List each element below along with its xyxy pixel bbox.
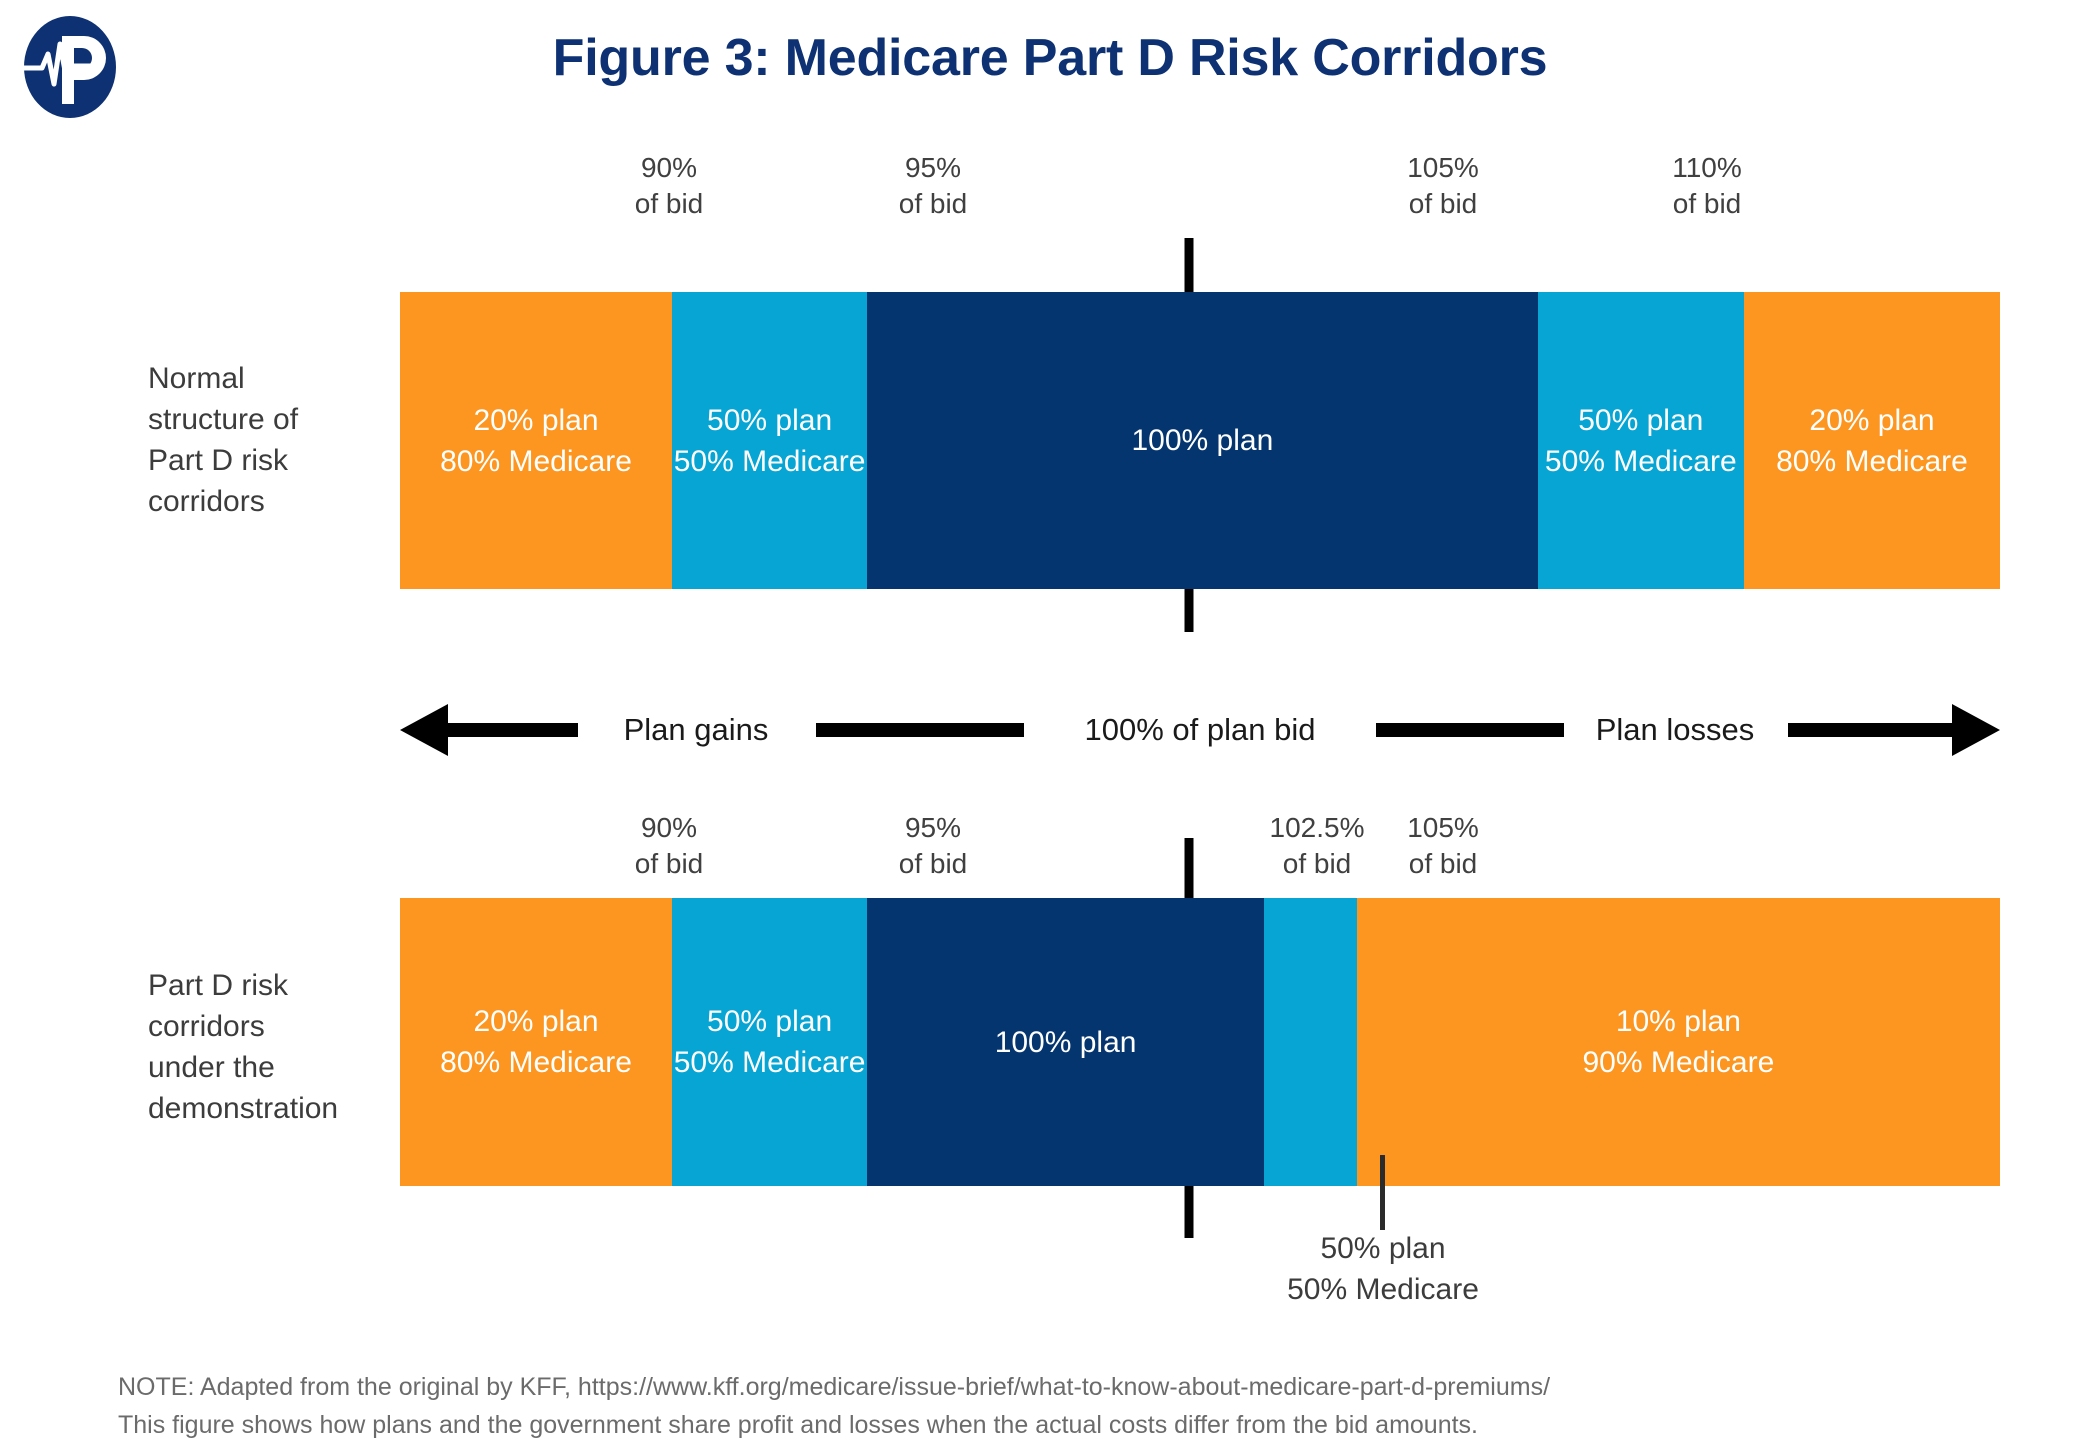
bar-segment: 20% plan 80% Medicare [400,898,672,1186]
tick-unit: of bid [898,188,968,219]
arrow-axis-row: Plan gains 100% of plan bid Plan losses [400,700,2000,760]
bar-segment: 10% plan 90% Medicare [1356,898,2000,1186]
tick-label-demo-2: 102.5% of bid [1270,810,1365,882]
bar-demonstration: 20% plan 80% Medicare 50% plan 50% Medic… [400,898,2000,1186]
tick-label-demo-0: 90% of bid [635,810,704,882]
tick-label-normal-2: 105% of bid [1407,150,1479,222]
bar-segment-label: 10% plan 90% Medicare [1582,1005,1775,1079]
callout-leader-line [1380,1155,1385,1230]
bar-segment-label: 100% plan [1131,424,1274,457]
bar-segment-label: 50% plan 50% Medicare [673,1005,866,1079]
arrow-axis-svg [400,704,2000,756]
tick-label-demo-1: 95% of bid [899,810,968,882]
bar-segment-label: 100% plan [994,1025,1137,1059]
tick-value: 90% [640,812,698,843]
tick-value: 110% [1672,152,1742,183]
arrow-label-plan-losses: Plan losses [1595,712,1755,747]
pulse-p-logo-icon [21,14,118,120]
callout-label: 50% plan 50% Medicare [1287,1232,1479,1306]
tick-value: 105% [1407,812,1479,843]
row-label-demonstration: Part D risk corridors under the demonstr… [148,969,339,1125]
tick-unit: of bid [1672,188,1742,219]
bar-normal-structure: 20% plan 80% Medicare 50% plan 50% Medic… [400,292,2000,589]
bar-segment: 100% plan [867,898,1264,1186]
bar-segment: 50% plan 50% Medicare [1537,292,1744,589]
arrow-label-plan-bid: 100% of plan bid [1084,712,1316,747]
tick-unit: of bid [634,188,704,219]
bar-segment-label: 20% plan 80% Medicare [440,403,632,478]
bar-segment-label: 50% plan 50% Medicare [1544,403,1737,478]
tick-unit: of bid [898,848,968,879]
row-label-normal: Normal structure of Part D risk corridor… [148,362,299,518]
tick-value: 95% [904,152,962,183]
tick-value: 105% [1407,152,1479,183]
tick-value: 90% [640,152,698,183]
tick-unit: of bid [1408,188,1478,219]
tick-label-normal-3: 110% of bid [1672,150,1742,222]
bar-segment-label: 20% plan 80% Medicare [440,1005,632,1079]
figure-note: NOTE: Adapted from the original by KFF, … [118,1373,1551,1439]
bar-segment-label: 20% plan 80% Medicare [1776,403,1968,478]
bar-segment: 20% plan 80% Medicare [400,292,672,589]
tick-label-demo-3: 105% of bid [1407,810,1479,882]
tick-unit: of bid [1282,848,1352,879]
tick-value: 102.5% [1269,812,1365,843]
arrow-label-plan-gains: Plan gains [623,712,769,747]
tick-unit: of bid [634,848,704,879]
bar-segment: 50% plan 50% Medicare [672,292,868,589]
tick-label-normal-1: 95% of bid [899,150,968,222]
tick-value: 95% [904,812,962,843]
bar-segment: 20% plan 80% Medicare [1743,292,2000,589]
bar-segment-label: 50% plan 50% Medicare [673,403,866,478]
tick-unit: of bid [1408,848,1478,879]
page-title: Figure 3: Medicare Part D Risk Corridors [552,29,1548,87]
bar-segment-narrow [1263,898,1357,1186]
bar-segment: 50% plan 50% Medicare [672,898,868,1186]
tick-label-normal-0: 90% of bid [635,150,704,222]
bar-segment: 100% plan [867,292,1538,589]
